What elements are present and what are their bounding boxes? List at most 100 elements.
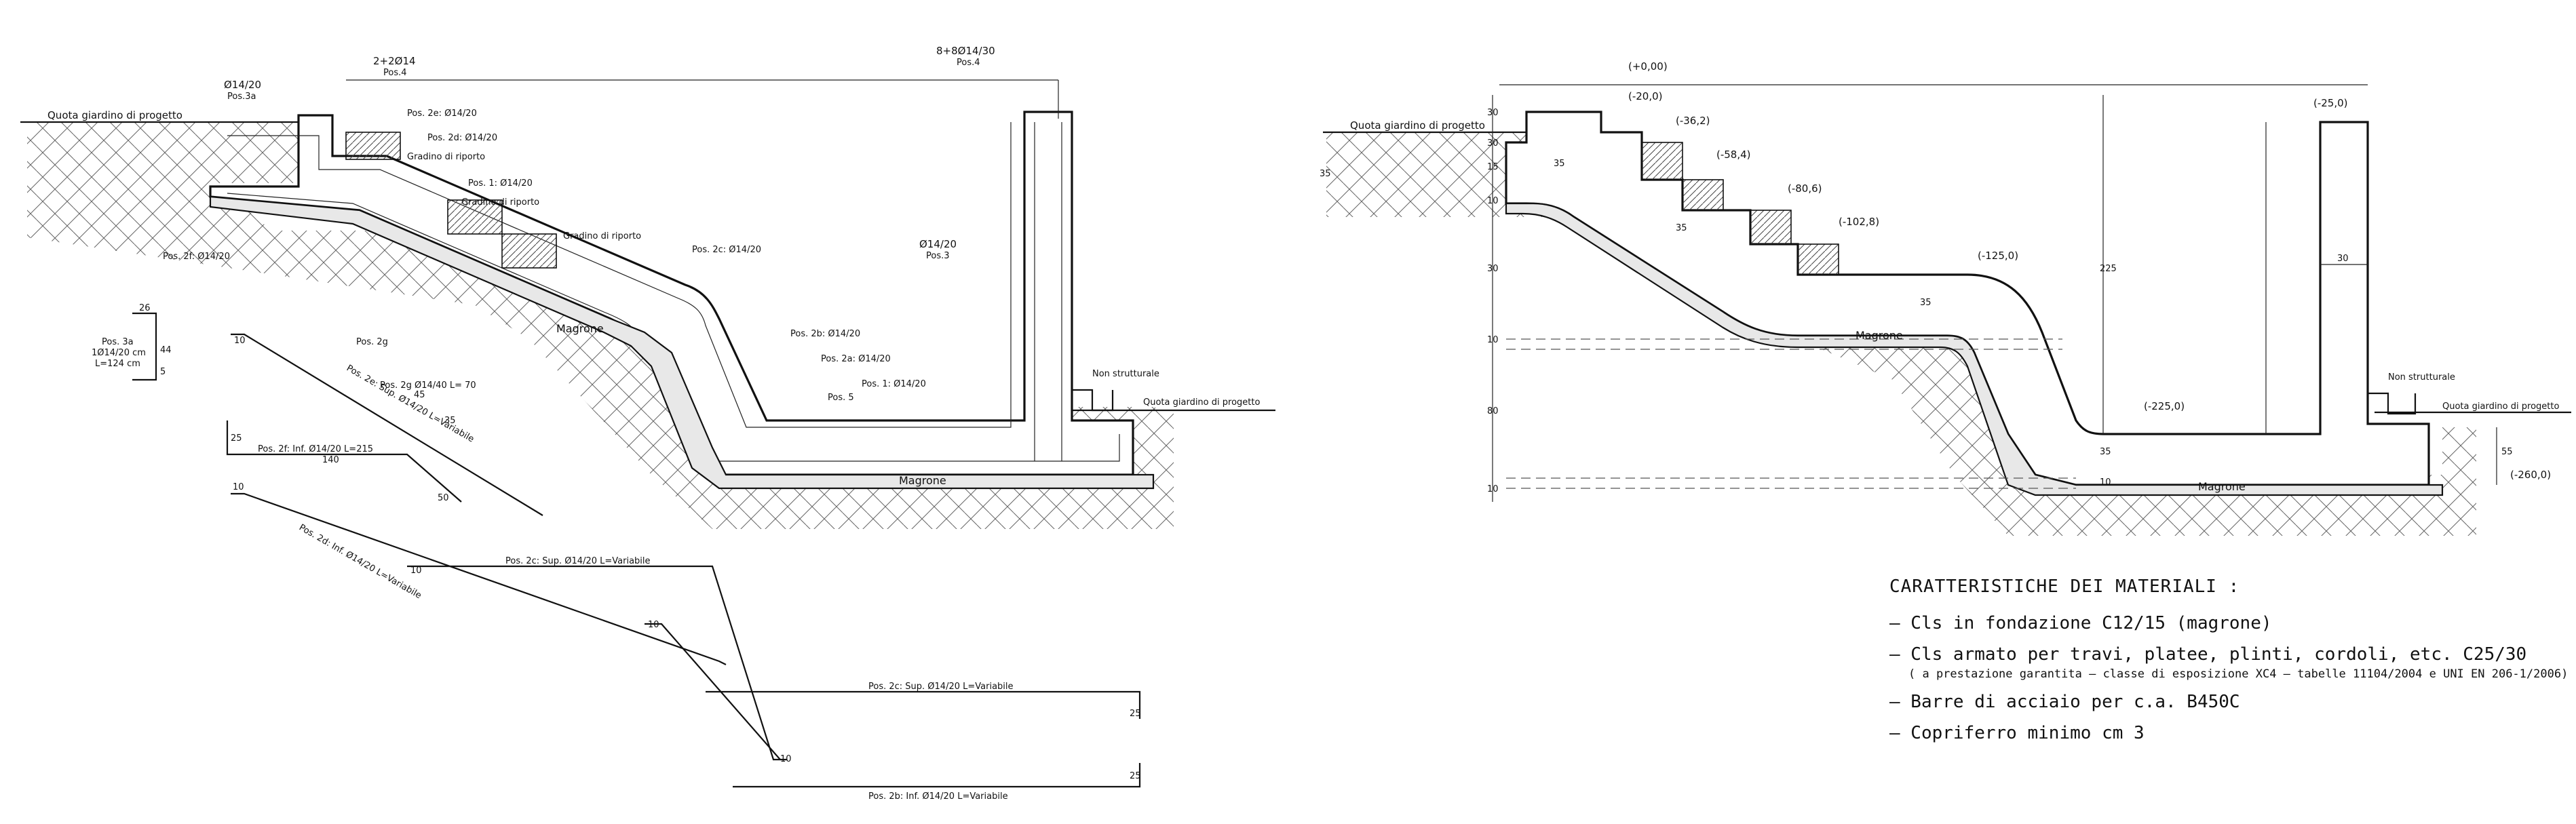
left-pos2c-label: Pos. 2c: Ø14/20 bbox=[692, 245, 761, 255]
right-magrone1-label: Magrone bbox=[1856, 329, 1903, 342]
left-top-bars-pos: Pos.4 bbox=[383, 68, 407, 78]
pos3a-len: L=124 cm bbox=[95, 359, 140, 369]
left-wall-bars-label: 8+8Ø14/30 bbox=[936, 45, 995, 57]
left-step-fill-3 bbox=[501, 233, 557, 269]
material-magrone: – Cls in fondazione C12/15 (magrone) bbox=[1889, 613, 2272, 633]
right-magrone bbox=[1505, 202, 2444, 496]
right-nonstructural-label: Non strutturale bbox=[2388, 372, 2455, 382]
elev-58: (-58,4) bbox=[1716, 149, 1751, 161]
left-rebar-wall bbox=[1034, 122, 1062, 461]
dim-225: 225 bbox=[2100, 264, 2117, 274]
left-pos2d-label: Pos. 2d: Ø14/20 bbox=[427, 133, 497, 143]
left-pos2b-label: Pos. 2b: Ø14/20 bbox=[790, 329, 860, 339]
dim-15: 15 bbox=[1487, 162, 1499, 172]
dim-10b: 10 bbox=[1487, 335, 1499, 345]
dim-55: 55 bbox=[2501, 447, 2513, 457]
pos3a-title: Pos. 3a bbox=[102, 337, 134, 347]
left-wall-bars-pos: Pos.4 bbox=[957, 58, 980, 68]
shape-pos3a bbox=[132, 312, 157, 381]
pos2f-d1: 25 bbox=[231, 433, 242, 444]
pos2c-d3: 10 bbox=[780, 754, 792, 764]
left-garden-level-label: Quota giardino di progetto bbox=[47, 109, 182, 121]
left-magrone bbox=[209, 195, 1155, 490]
dim-35c: 35 bbox=[2100, 447, 2111, 457]
material-acciaio: – Barre di acciaio per c.a. B450C bbox=[1889, 692, 2240, 712]
pos2e-spec: Pos. 2e: Sup. Ø14/20 L=Variabile bbox=[345, 363, 476, 444]
shape-pos2g bbox=[231, 333, 543, 516]
left-nonstructural-label: Non strutturale bbox=[1092, 369, 1159, 379]
materials-legend: CARATTERISTICHE DEI MATERIALI : – Cls in… bbox=[1889, 576, 2568, 754]
left-gradino2-label: Gradino di riporto bbox=[461, 197, 539, 208]
shape-pos2c-2 bbox=[706, 690, 1141, 719]
pos2c2-spec: Pos. 2c: Sup. Ø14/20 L=Variabile bbox=[868, 682, 1014, 692]
left-section: Quota giardino di progetto 2+2Ø14 Pos.4 … bbox=[20, 45, 1275, 529]
left-step-fill-1 bbox=[345, 132, 401, 160]
material-cls-armato: – Cls armato per travi, platee, plinti, … bbox=[1889, 644, 2527, 665]
elev-80: (-80,6) bbox=[1788, 182, 1822, 195]
left-pos1-upper-label: Pos. 1: Ø14/20 bbox=[468, 178, 533, 189]
pos2d-d1: 10 bbox=[233, 482, 244, 492]
right-garden-level-label: Quota giardino di progetto bbox=[1350, 119, 1485, 132]
right-magrone2-label: Magrone bbox=[2198, 480, 2246, 493]
left-pos5-label: Pos. 5 bbox=[828, 393, 854, 403]
left-nonstructural bbox=[1072, 389, 1114, 412]
right-step-fill-4 bbox=[1797, 243, 1839, 275]
left-bar3a-pos: Pos.3a bbox=[227, 92, 256, 102]
dim-50-left: 35 bbox=[1320, 169, 1331, 179]
left-dim-top bbox=[346, 79, 1059, 119]
left-top-bars-label: 2+2Ø14 bbox=[373, 55, 416, 67]
shape-pos2c bbox=[407, 565, 787, 761]
elev-36: (-36,2) bbox=[1676, 115, 1710, 127]
shape-pos2f bbox=[226, 420, 462, 503]
right-step-fill-2 bbox=[1682, 179, 1724, 211]
right-section: Quota giardino di progetto Non struttura… bbox=[1320, 60, 2571, 536]
pos2c-spec: Pos. 2c: Sup. Ø14/20 L=Variabile bbox=[505, 556, 651, 566]
material-copriferro: – Copriferro minimo cm 3 bbox=[1889, 723, 2145, 743]
dim-10d: 10 bbox=[2100, 477, 2111, 488]
dim-10a: 10 bbox=[1487, 196, 1499, 206]
left-rebar-inner-1 bbox=[227, 122, 1012, 428]
elev-20: (-20,0) bbox=[1628, 90, 1663, 102]
left-magrone1-label: Magrone bbox=[556, 322, 604, 335]
pos2g-d1: 10 bbox=[234, 336, 246, 346]
left-pos2f-label: Pos. 2f: Ø14/20 bbox=[163, 252, 230, 262]
materials-title: CARATTERISTICHE DEI MATERIALI : bbox=[1889, 576, 2240, 597]
dim-10c: 10 bbox=[1487, 484, 1499, 494]
pos3a-d3: 5 bbox=[160, 367, 166, 377]
dim-35b: 35 bbox=[1920, 298, 1931, 308]
pos2b-spec: Pos. 2b: Inf. Ø14/20 L=Variabile bbox=[868, 791, 1008, 802]
right-garden-level-right-label: Quota giardino di progetto bbox=[2442, 401, 2559, 412]
left-magrone2-label: Magrone bbox=[899, 474, 946, 487]
pos3a-spec: 1Ø14/20 cm bbox=[92, 348, 146, 358]
dim-30a: 30 bbox=[1487, 108, 1499, 118]
elev-125: (-125,0) bbox=[1978, 250, 2018, 262]
right-step-fill-1 bbox=[1641, 142, 1683, 180]
pos2b-d: 25 bbox=[1130, 771, 1141, 781]
pos2c2-d: 25 bbox=[1130, 709, 1141, 719]
dim-35a: 35 bbox=[1554, 159, 1565, 169]
left-step-fill-2 bbox=[447, 199, 503, 235]
pos2g-spec: Pos. 2g Ø14/40 L= 70 bbox=[380, 380, 476, 391]
shape-pos2c-b bbox=[645, 623, 781, 760]
dim-35diag: 35 bbox=[1676, 223, 1687, 233]
elev-225: (-225,0) bbox=[2144, 400, 2185, 412]
left-wall-vert-pos: Pos.3 bbox=[926, 251, 950, 261]
pos3a-d1: 26 bbox=[139, 303, 151, 313]
pos2f-spec: Pos. 2f: Inf. Ø14/20 L=215 bbox=[258, 444, 373, 454]
left-gradino3-label: Gradino di riporto bbox=[563, 231, 641, 241]
shape-pos2b bbox=[733, 763, 1141, 788]
elev-102: (-102,8) bbox=[1839, 216, 1879, 228]
pos3a-d2: 44 bbox=[160, 345, 172, 355]
left-pos2a-label: Pos. 2a: Ø14/20 bbox=[821, 354, 891, 364]
pos2c-d2: 10 bbox=[648, 620, 659, 630]
pos2c-d1: 10 bbox=[410, 566, 422, 576]
pos2f-d3: 50 bbox=[438, 493, 449, 503]
right-nonstructural bbox=[2368, 392, 2417, 415]
dim-30c: 30 bbox=[1487, 264, 1499, 274]
left-gradino1-label: Gradino di riporto bbox=[407, 152, 485, 162]
elev-0: (+0,00) bbox=[1628, 60, 1668, 73]
dim-80: 80 bbox=[1487, 406, 1499, 416]
pos2g-d2: 45 bbox=[414, 390, 425, 400]
right-step-fill-3 bbox=[1750, 210, 1792, 245]
